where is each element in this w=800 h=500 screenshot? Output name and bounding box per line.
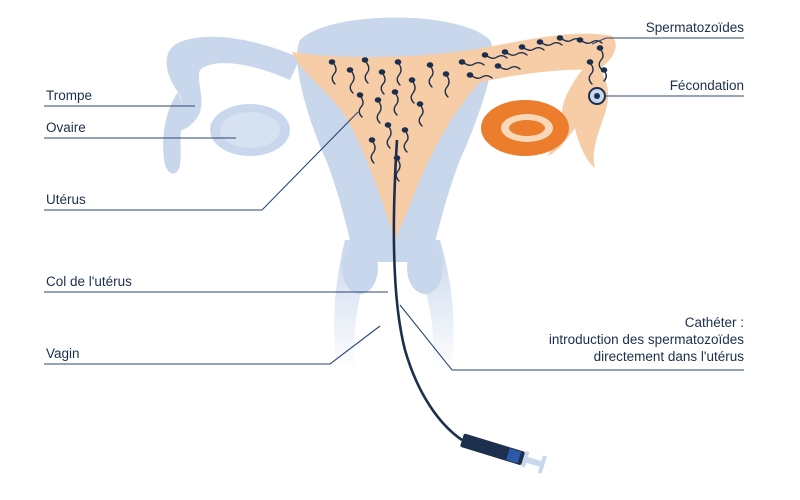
- sperm-icon: [328, 59, 337, 85]
- sperm-icon: [356, 92, 364, 118]
- label-catheter-line1: Cathéter :: [684, 315, 744, 330]
- leader-spermatozoides: [591, 37, 744, 45]
- sperm-icon: [374, 97, 382, 124]
- label-spermatozoides: Spermatozoïdes: [645, 20, 744, 35]
- leader-lines: [44, 37, 744, 371]
- catheter-tube: [392, 139, 463, 442]
- sperm-icon: [416, 101, 424, 127]
- leader-uterus: [44, 111, 359, 211]
- sperm-icon: [394, 59, 402, 86]
- label-catheter: Cathéter : introduction des spermatozoïd…: [549, 314, 744, 365]
- left-ovary-highlight: [220, 112, 280, 148]
- sperm-icon: [481, 52, 508, 59]
- label-uterus: Utérus: [46, 192, 86, 207]
- sperm-icon: [378, 69, 386, 95]
- right-ovary-follicle-core: [509, 120, 545, 136]
- sperm-group: [328, 35, 608, 182]
- leader-vagin: [44, 325, 381, 365]
- left-fimbriae: [163, 92, 185, 174]
- label-fecondation: Fécondation: [669, 78, 744, 93]
- sperm-icon: [458, 59, 485, 66]
- sperm-icon: [494, 63, 521, 70]
- label-trompe: Trompe: [46, 88, 93, 103]
- label-col: Col de l'utérus: [46, 274, 132, 289]
- label-catheter-line3: directement dans l'utérus: [593, 349, 744, 364]
- sperm-icon: [408, 77, 416, 104]
- sperm-icon: [361, 57, 370, 84]
- oocyte-nucleus: [594, 93, 600, 99]
- label-ovaire: Ovaire: [46, 120, 86, 135]
- sperm-icon: [346, 67, 355, 94]
- sperm-icon: [401, 127, 409, 153]
- sperm-icon: [596, 45, 604, 71]
- label-vagin: Vagin: [46, 346, 80, 361]
- sperm-icon: [391, 89, 399, 116]
- leader-catheter: [399, 304, 744, 371]
- left-tube-shape: [166, 36, 300, 132]
- sperm-icon: [600, 67, 608, 82]
- sperm-icon: [384, 122, 392, 149]
- syringe-icon: [460, 433, 547, 474]
- sperm-icon: [501, 49, 528, 56]
- sperm-icon: [586, 59, 594, 85]
- label-catheter-line2: introduction des spermatozoïdes: [548, 332, 744, 347]
- sperm-icon: [518, 44, 545, 51]
- endometrium-cavity: [292, 33, 616, 240]
- sperm-icon: [536, 39, 563, 46]
- sperm-icon: [466, 72, 493, 79]
- sperm-icon: [368, 137, 376, 164]
- sperm-icon: [426, 62, 434, 88]
- sperm-icon: [442, 71, 450, 98]
